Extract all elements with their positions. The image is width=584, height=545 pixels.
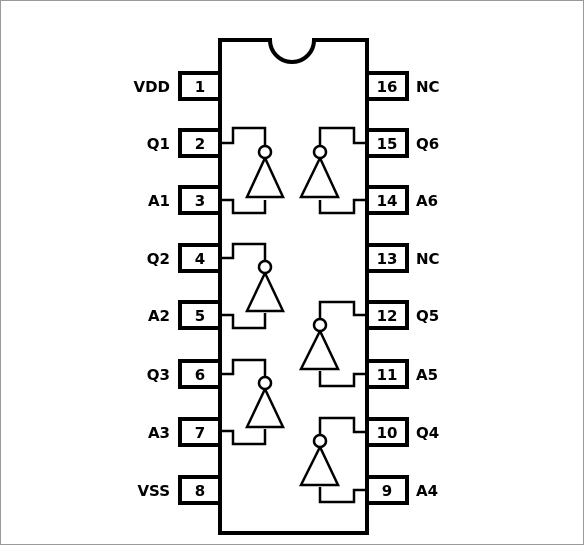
pin-label: NC <box>416 250 440 268</box>
inverter-gate-3-icon <box>220 358 285 446</box>
inverter-gate-5-icon <box>298 300 367 388</box>
inverter-gate-1-icon <box>220 126 285 215</box>
left-pin-8: VSS 8 <box>137 475 222 505</box>
left-pin-2: Q1 2 <box>147 128 222 158</box>
inverter-gate-6-icon <box>299 126 367 215</box>
pin-label: VDD <box>133 78 170 96</box>
right-pin-16: 16 NC <box>365 71 440 101</box>
pin-number: 4 <box>195 250 205 268</box>
left-pin-4: Q2 4 <box>147 243 222 273</box>
pin-number: 3 <box>195 192 205 210</box>
pin-label: A2 <box>148 307 170 325</box>
right-pin-9: 9 A4 <box>365 475 438 505</box>
pin-label: A5 <box>416 366 438 384</box>
pin-label: Q4 <box>416 424 439 442</box>
right-pin-13: 13 NC <box>365 243 440 273</box>
left-pin-3: A1 3 <box>148 185 222 215</box>
pin-number: 1 <box>195 78 205 96</box>
pin-label: Q1 <box>147 135 170 153</box>
pin-label: NC <box>416 78 440 96</box>
pin-label: Q5 <box>416 307 439 325</box>
pin-number: 14 <box>377 192 398 210</box>
pin-number: 5 <box>195 307 205 325</box>
pin-label: A1 <box>148 192 170 210</box>
pin-label: A4 <box>416 482 438 500</box>
pin-label: Q3 <box>147 366 170 384</box>
left-pin-6: Q3 6 <box>147 359 222 389</box>
pin-number: 2 <box>195 135 205 153</box>
right-pin-12: 12 Q5 <box>365 300 439 330</box>
pin-label: VSS <box>137 482 170 500</box>
pin-label: Q2 <box>147 250 170 268</box>
right-pin-14: 14 A6 <box>365 185 438 215</box>
pin-number: 10 <box>377 424 398 442</box>
right-pin-11: 11 A5 <box>365 359 438 389</box>
pin-label: A3 <box>148 424 170 442</box>
pin-number: 8 <box>195 482 205 500</box>
pin-label: A6 <box>416 192 438 210</box>
pin-number: 11 <box>377 366 398 384</box>
left-pin-5: A2 5 <box>148 300 222 330</box>
inverter-gate-2-icon <box>220 242 285 330</box>
ic-body <box>218 38 369 535</box>
right-pin-15: 15 Q6 <box>365 128 439 158</box>
left-pin-7: A3 7 <box>148 417 222 447</box>
pin-number: 15 <box>377 135 398 153</box>
pin-number: 7 <box>195 424 205 442</box>
pin-number: 12 <box>377 307 398 325</box>
pin-label: Q6 <box>416 135 439 153</box>
pin-number: 9 <box>382 482 392 500</box>
right-pin-10: 10 Q4 <box>365 417 439 447</box>
left-pin-1: VDD 1 <box>133 71 222 101</box>
pin-number: 16 <box>377 78 398 96</box>
pin-number: 6 <box>195 366 205 384</box>
pin-number: 13 <box>377 250 398 268</box>
inverter-gate-4-icon <box>298 416 367 504</box>
